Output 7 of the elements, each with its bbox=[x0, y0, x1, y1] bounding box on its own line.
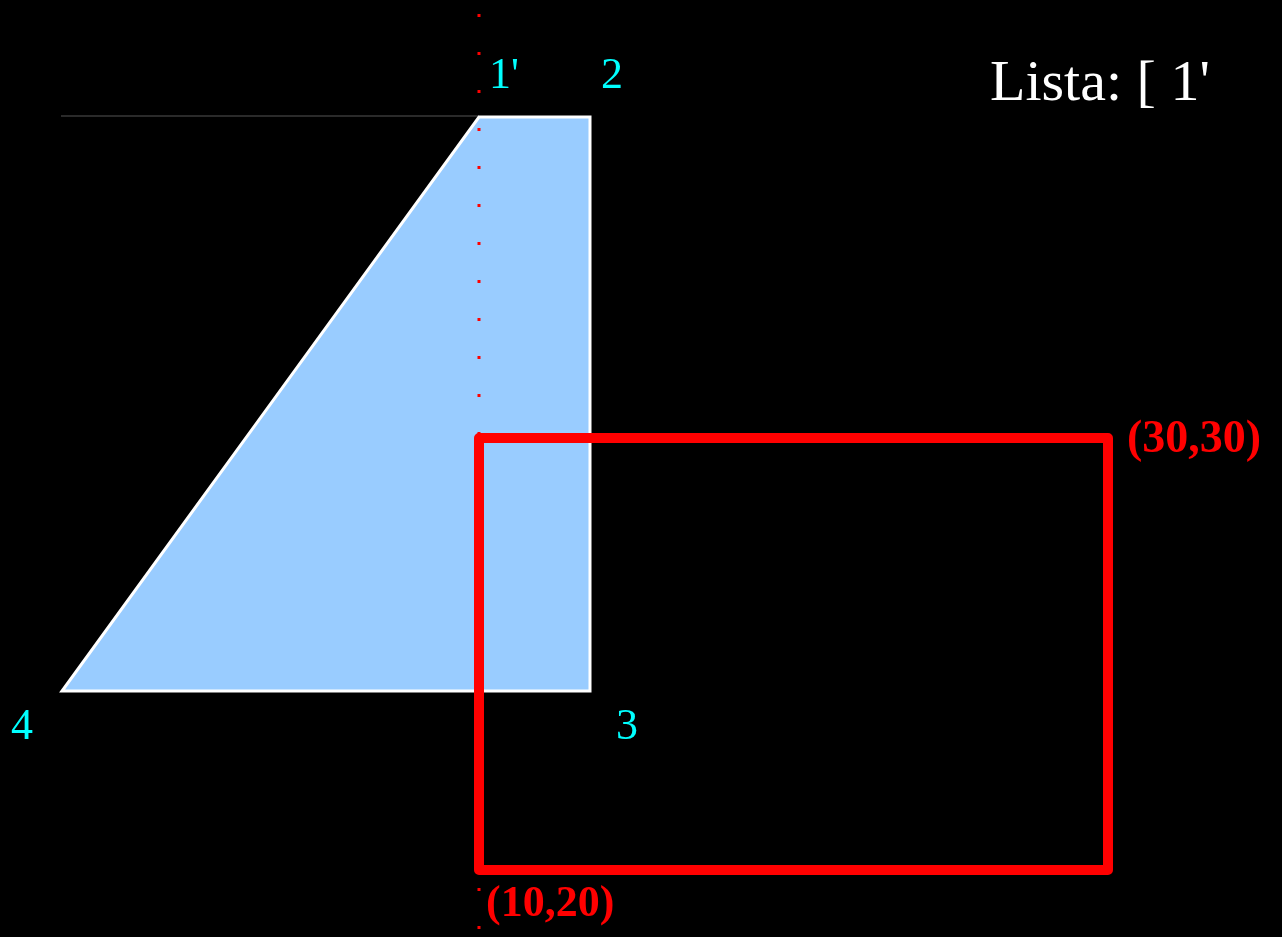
vertex-label: 3 bbox=[616, 703, 638, 747]
vertex-label: 1' bbox=[489, 52, 519, 96]
list-text: Lista: [ 1' bbox=[990, 52, 1210, 110]
coordinate-label: (10,20) bbox=[486, 880, 615, 924]
coordinate-label: (30,30) bbox=[1127, 414, 1262, 460]
vertex-label: 4 bbox=[11, 703, 33, 747]
vertex-label: 2 bbox=[601, 52, 623, 96]
